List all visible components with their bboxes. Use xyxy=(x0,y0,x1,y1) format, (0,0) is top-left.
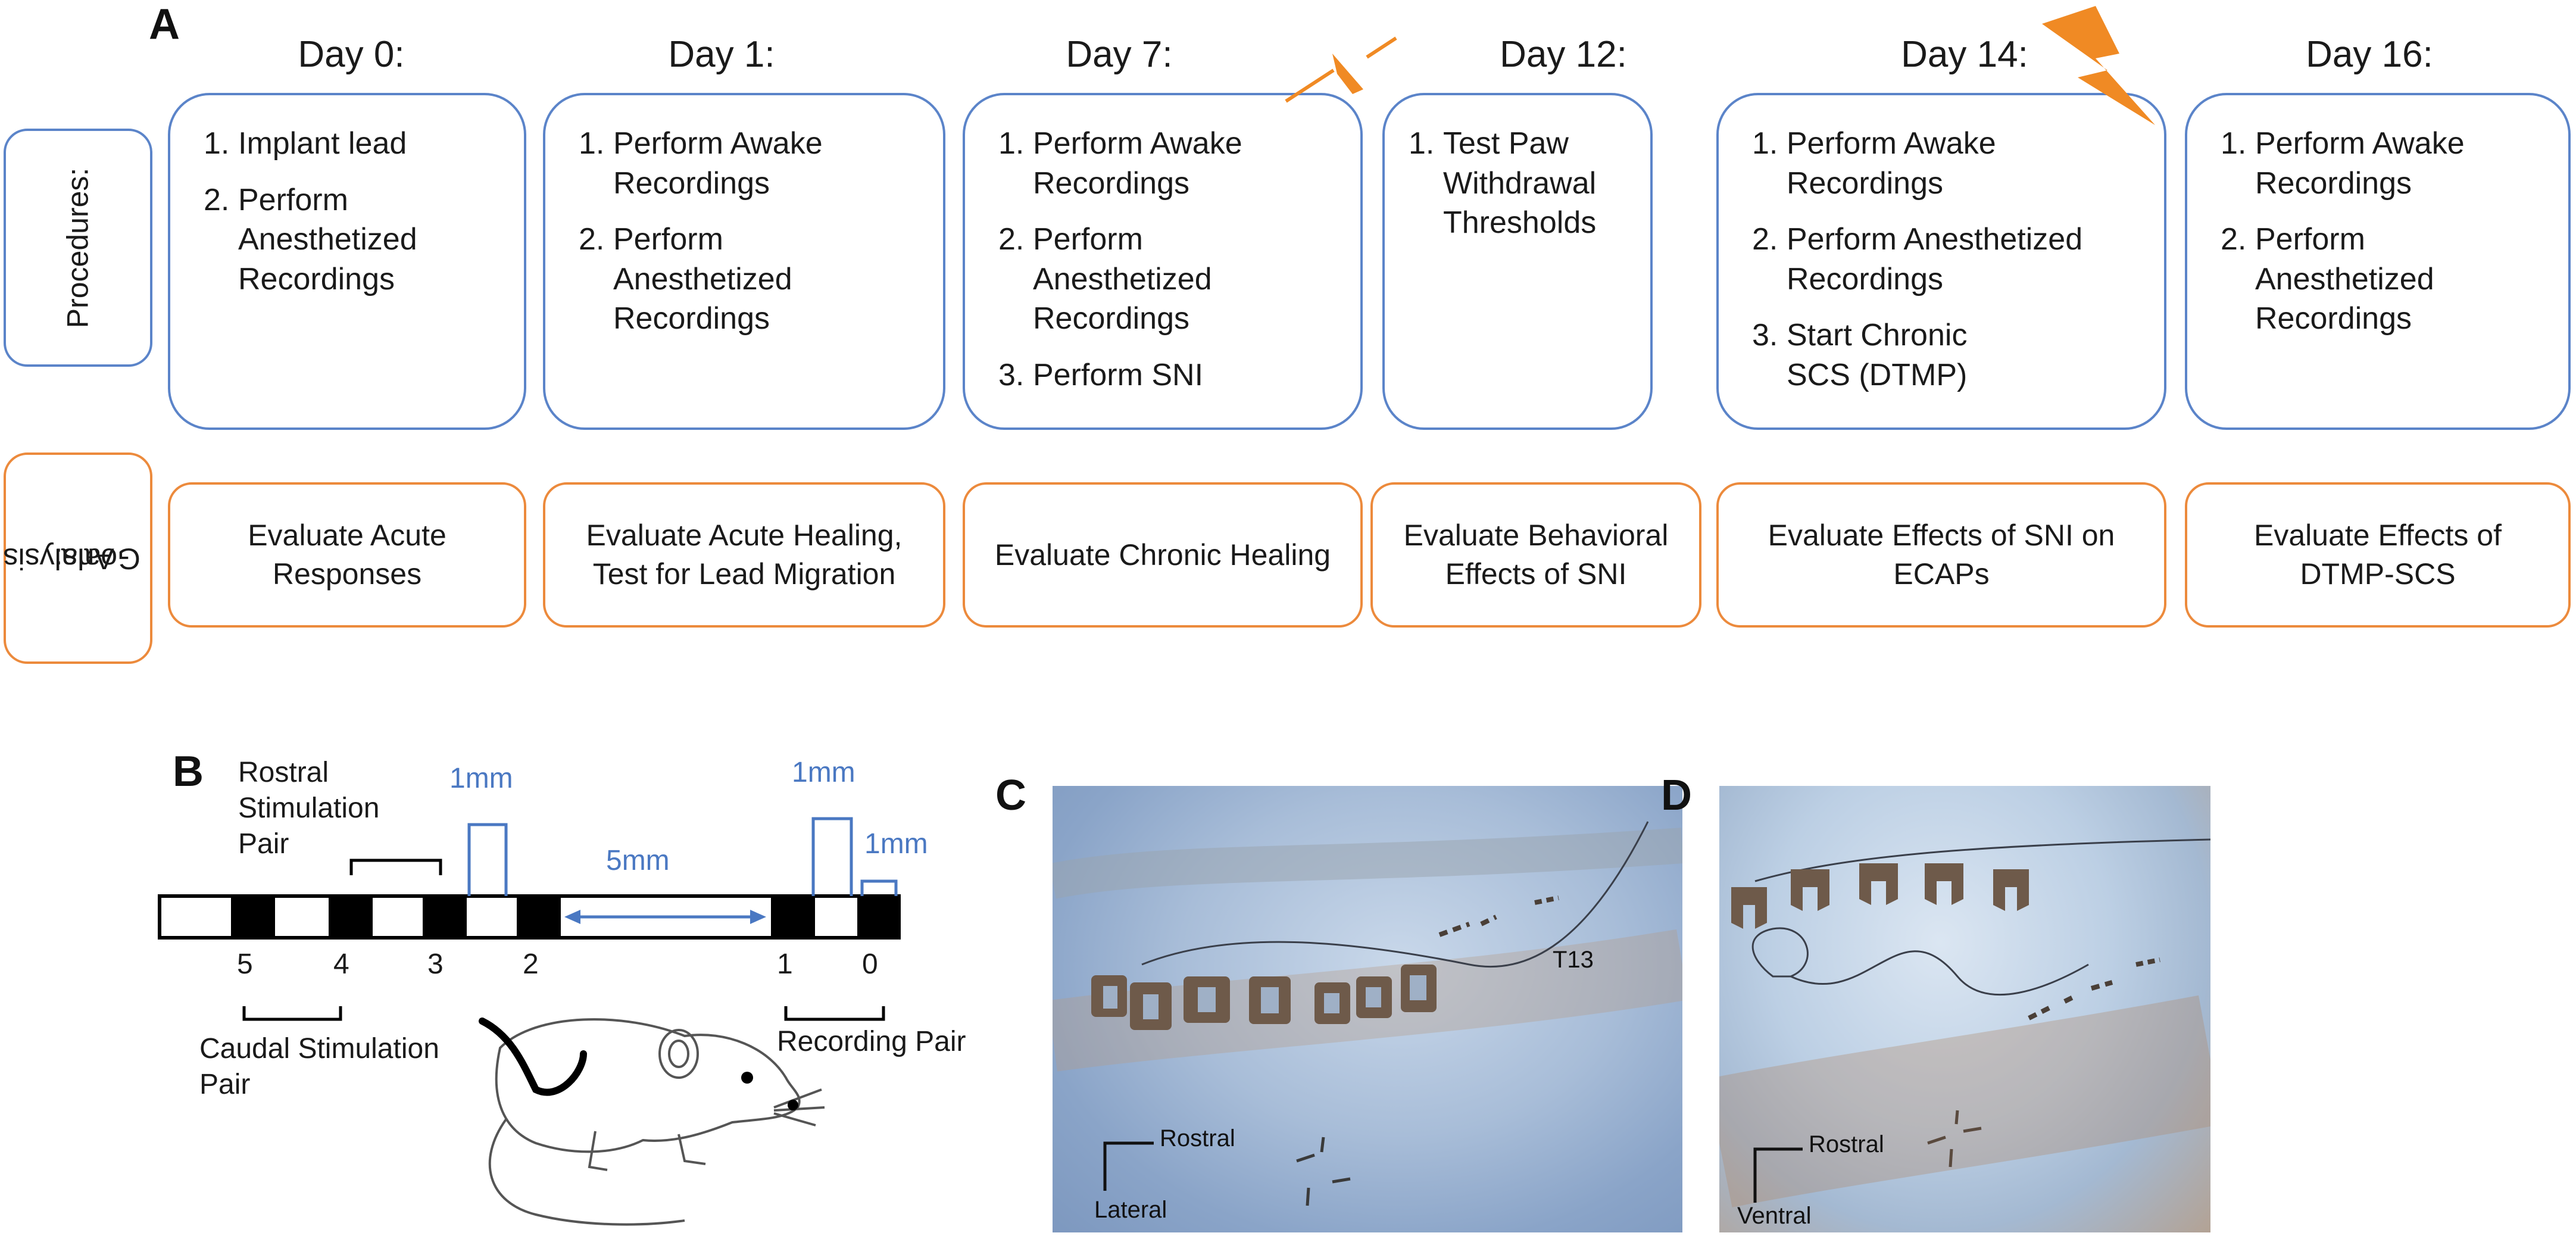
panel-label-c: C xyxy=(995,772,1026,819)
procedure-box-day0: 1.Implant lead 2.Perform Anesthetized Re… xyxy=(168,93,526,430)
day-title-0: Day 0: xyxy=(298,34,405,75)
procedure-item: 2.Perform Anesthetized Recordings xyxy=(1752,222,2083,297)
mouse-nose xyxy=(788,1100,798,1110)
electrode-contact-1 xyxy=(771,896,815,938)
recording-pair-label: Recording Pair xyxy=(777,1026,966,1057)
axis-ventral-d: Ventral xyxy=(1737,1203,1812,1229)
orientation-axis-d xyxy=(1753,1147,1803,1203)
day-title-4: Day 14: xyxy=(1901,34,2028,75)
procedures-label-box: Procedures: xyxy=(4,129,152,367)
procedures-label: Procedures: xyxy=(61,167,95,328)
electrode-label-1: 1 xyxy=(777,948,793,980)
electrode-contact-2 xyxy=(517,896,561,938)
procedure-box-day1: 1.Perform Awake Recordings 2.Perform Ane… xyxy=(543,93,945,430)
lead-body xyxy=(158,894,901,940)
procedure-item: 1.Test Paw Withdrawal Thresholds xyxy=(1409,126,1597,241)
panel-label-b: B xyxy=(173,748,204,795)
panel-label-d: D xyxy=(1661,772,1692,819)
dim-1mm-left-marker xyxy=(467,823,508,896)
goal-box-day12: Evaluate Behavioral Effects of SNI xyxy=(1370,482,1701,628)
orientation-axis-c xyxy=(1103,1141,1154,1191)
caudal-pair-bracket xyxy=(242,1006,342,1021)
axis-rostral-c: Rostral xyxy=(1160,1125,1235,1151)
day-title-5: Day 16: xyxy=(2306,34,2433,75)
crosshair-marker-c xyxy=(1296,1137,1351,1206)
day-title-2: Day 7: xyxy=(1066,34,1173,75)
goal-box-day1: Evaluate Acute Healing, Test for Lead Mi… xyxy=(543,482,945,628)
dim-1mm-right: 1mm xyxy=(792,757,855,788)
goal-box-day14: Evaluate Effects of SNI on ECAPs xyxy=(1716,482,2166,628)
rostral-pair-label: Rostral Stimulation Pair xyxy=(238,757,380,860)
procedure-item: 3.Start Chronic SCS (DTMP) xyxy=(1752,318,1968,392)
goal-box-day7: Evaluate Chronic Healing xyxy=(963,482,1363,628)
caudal-pair-label: Caudal Stimulation Pair xyxy=(199,1033,439,1100)
procedure-item: 2.Perform Anesthetized Recordings xyxy=(2221,222,2434,336)
procedure-item: 2.Perform Anesthetized Recordings xyxy=(998,222,1212,336)
dim-1mm-left: 1mm xyxy=(449,763,513,794)
panel-label-a: A xyxy=(149,1,180,48)
implanted-lead-wire xyxy=(479,1018,587,1096)
procedure-item: 1.Perform Awake Recordings xyxy=(2221,126,2465,201)
xray-dorsal-drawing xyxy=(1053,821,1682,1206)
rostral-pair-bracket xyxy=(349,859,442,875)
procedure-box-day12: 1.Test Paw Withdrawal Thresholds xyxy=(1382,93,1653,430)
day-title-1: Day 1: xyxy=(668,34,775,75)
xray-photo-dorsal: T13 Rostral Lateral xyxy=(1053,786,1682,1232)
procedure-box-day14: 1.Perform Awake Recordings 2.Perform Ane… xyxy=(1716,93,2166,430)
electrode-contact-4 xyxy=(329,896,373,938)
electrode-label-3: 3 xyxy=(427,948,444,980)
analysis-goals-label: Analysis Goals: xyxy=(3,542,140,575)
day-title-3: Day 12: xyxy=(1500,34,1627,75)
dim-1mm-end: 1mm xyxy=(864,828,928,860)
dim-1mm-end-marker xyxy=(860,879,898,896)
electrode-paddles-d xyxy=(1731,863,2029,929)
xray-lateral-drawing xyxy=(1719,838,2210,1207)
procedure-item: 1.Perform Awake Recordings xyxy=(1752,126,1996,201)
procedure-box-day7: 1.Perform Awake Recordings 2.Perform Ane… xyxy=(963,93,1363,430)
small-lightning-icon xyxy=(1285,36,1397,103)
procedure-item: 2.Perform Anesthetized Recordings xyxy=(579,222,792,336)
mouse-eye xyxy=(741,1072,753,1084)
electrode-label-0: 0 xyxy=(862,948,878,980)
dim-5mm: 5mm xyxy=(606,845,670,876)
electrode-label-4: 4 xyxy=(333,948,349,980)
electrode-contact-5 xyxy=(231,896,275,938)
electrode-label-2: 2 xyxy=(523,948,539,980)
mouse-illustration xyxy=(488,1018,825,1226)
procedure-item: 1.Perform Awake Recordings xyxy=(579,126,823,201)
electrode-label-5: 5 xyxy=(237,948,253,980)
procedure-item: 1.Implant lead xyxy=(204,126,407,161)
procedure-box-day16: 1.Perform Awake Recordings 2.Perform Ane… xyxy=(2185,93,2571,430)
xray-photo-lateral: Rostral Ventral xyxy=(1719,786,2210,1232)
crosshair-marker-d xyxy=(1927,1110,1982,1168)
electrode-contact-3 xyxy=(423,896,467,938)
axis-lateral-c: Lateral xyxy=(1094,1197,1167,1223)
procedure-item: 1.Perform Awake Recordings xyxy=(998,126,1242,201)
electrode-contact-0 xyxy=(857,896,899,938)
dim-1mm-right-marker xyxy=(811,817,853,896)
vertebra-label-t13: T13 xyxy=(1553,947,1594,973)
goal-box-day16: Evaluate Effects of DTMP-SCS xyxy=(2185,482,2571,628)
recording-pair-bracket xyxy=(784,1006,885,1021)
goal-box-day0: Evaluate Acute Responses xyxy=(168,482,526,628)
procedure-item: 2.Perform Anesthetized Recordings xyxy=(204,182,417,297)
axis-rostral-d: Rostral xyxy=(1809,1131,1884,1157)
analysis-goals-label-box: Analysis Goals: xyxy=(3,452,152,664)
procedure-item: 3.Perform SNI xyxy=(998,357,1204,392)
